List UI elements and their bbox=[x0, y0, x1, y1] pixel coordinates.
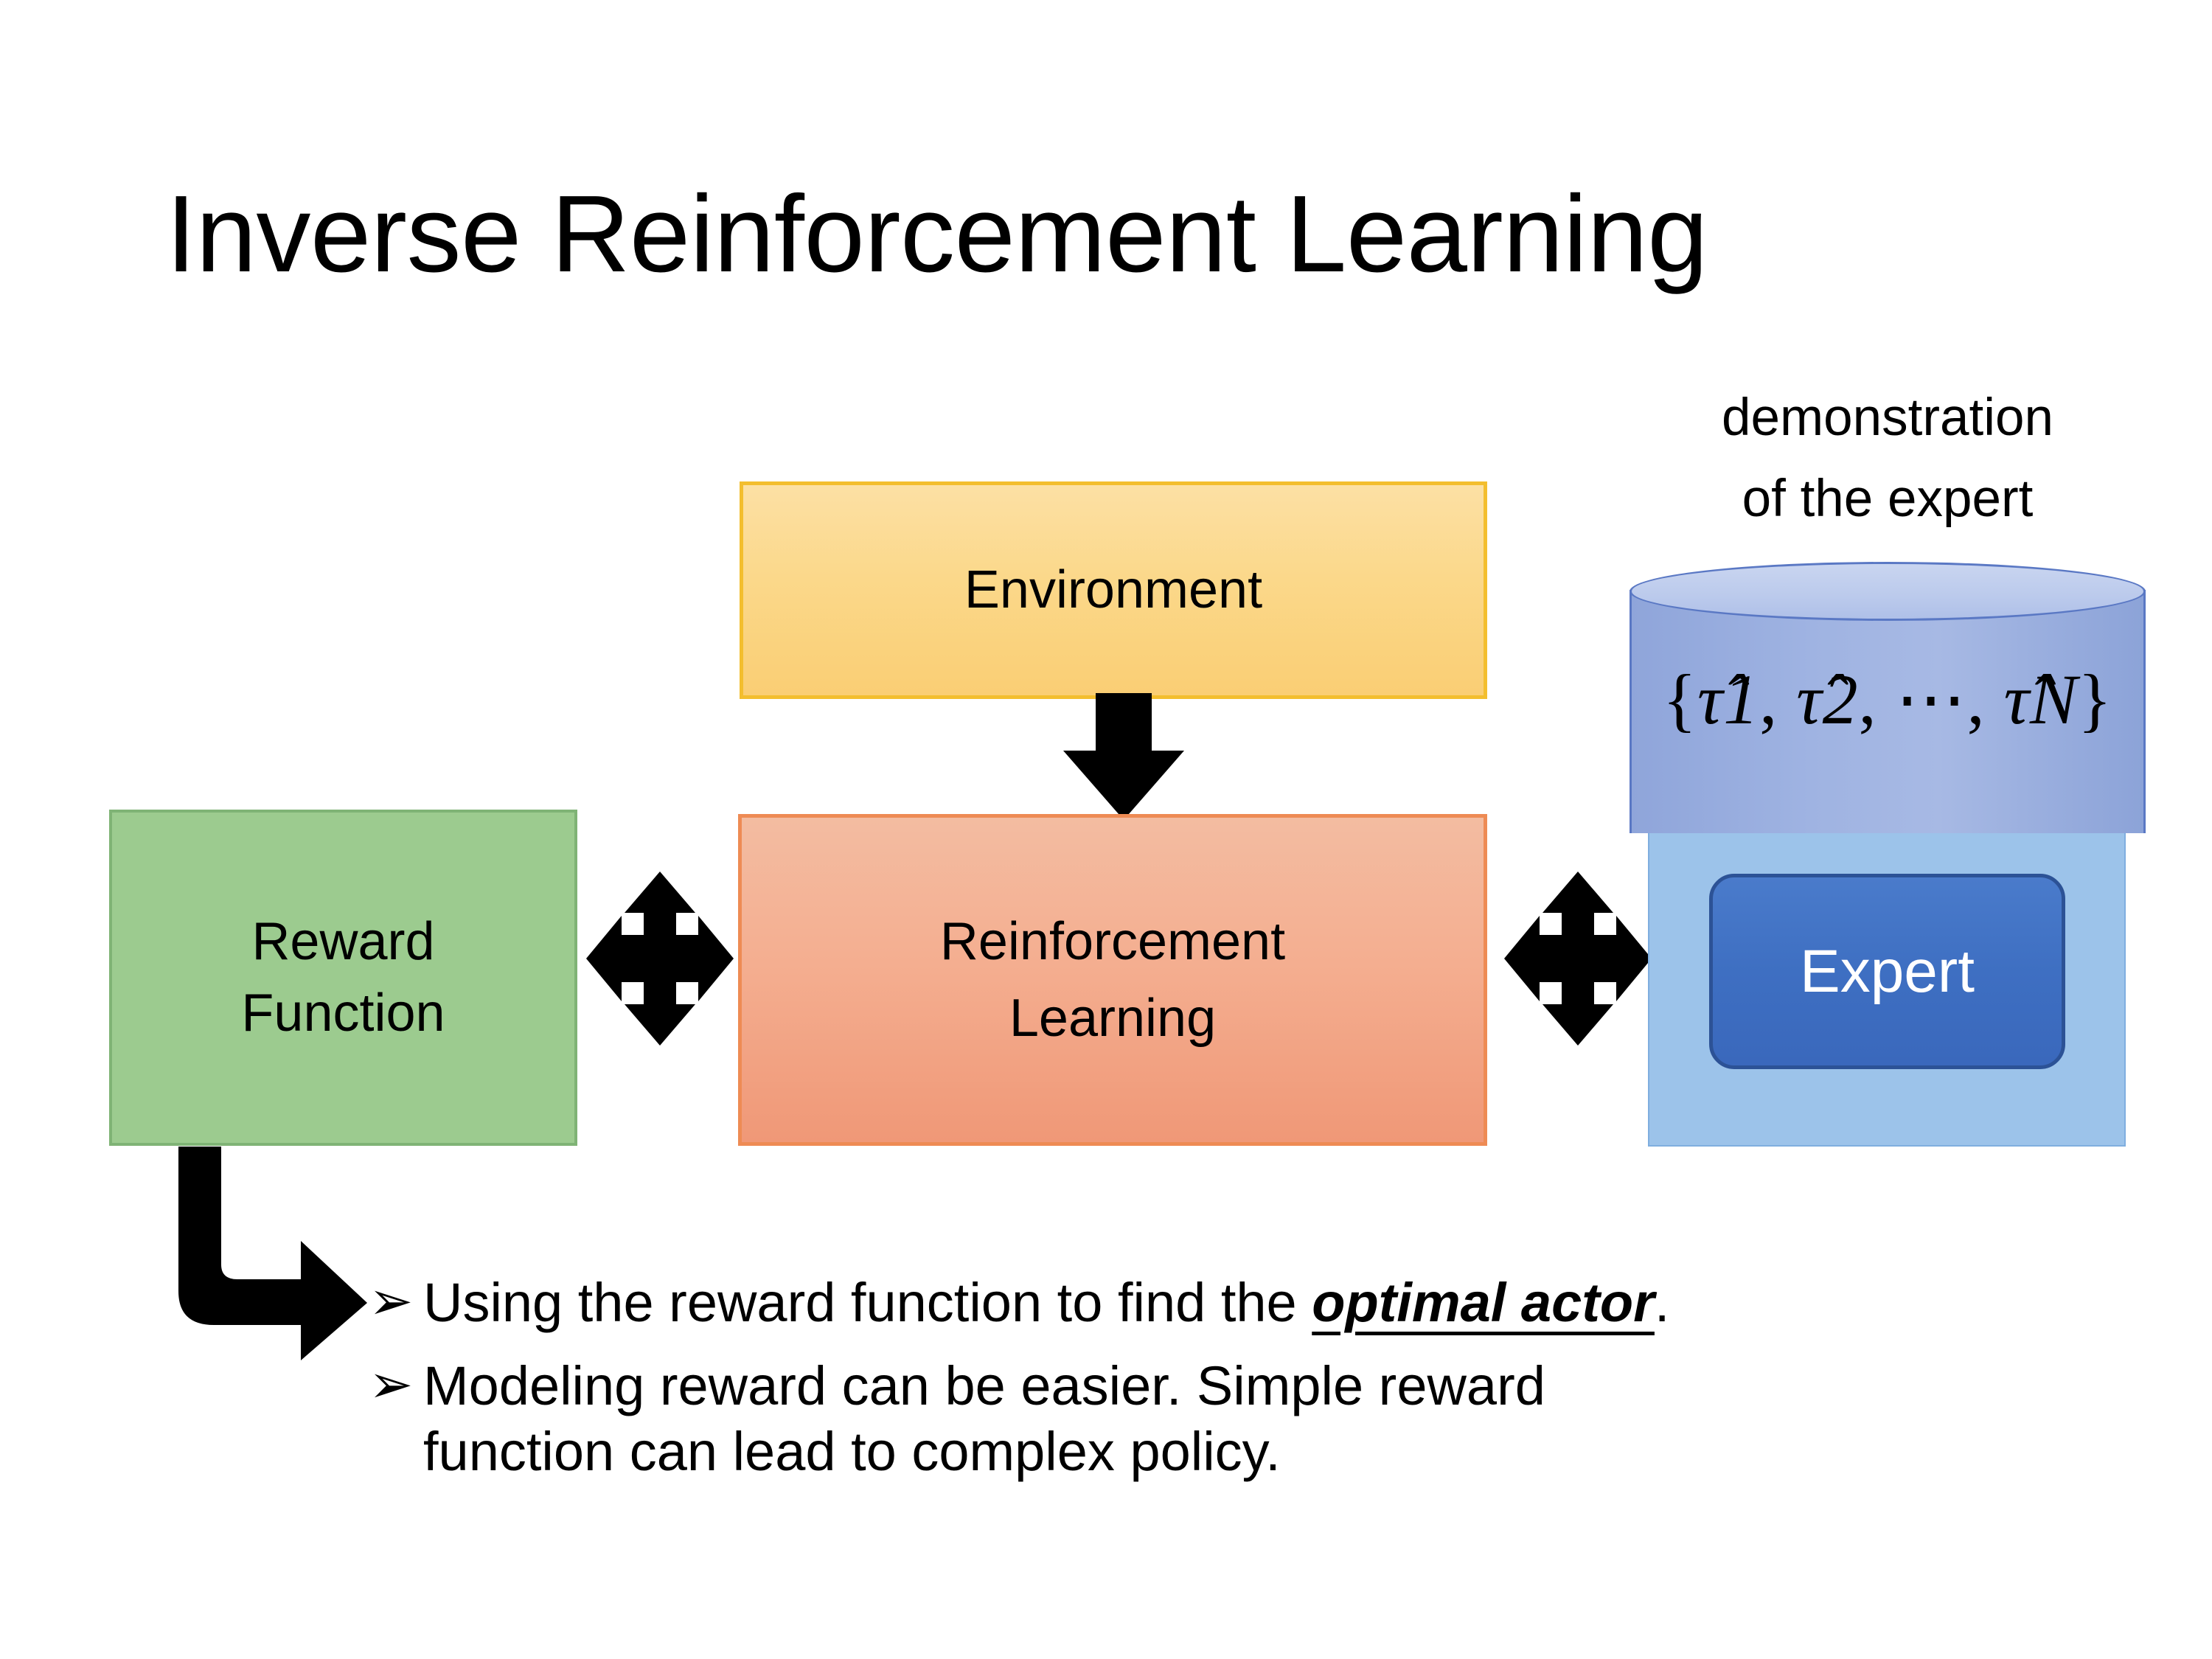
reinforcement-learning-box-label: Reinforcement Learning bbox=[940, 903, 1285, 1057]
formula-close-brace: } bbox=[2078, 660, 2113, 739]
four-way-arrow-icon bbox=[586, 872, 734, 1046]
bullet-1-text-after: . bbox=[1654, 1272, 1670, 1333]
demonstration-label-line1: demonstration bbox=[1722, 389, 2053, 447]
trajectory-cylinder[interactable]: {τ̂1, τ̂2, ⋯, τ̂N} bbox=[1630, 562, 2146, 860]
reward-function-box[interactable]: Reward Function bbox=[109, 810, 577, 1146]
bullet-2-line2: function can lead to complex policy. bbox=[423, 1420, 1281, 1482]
formula-open-brace: { bbox=[1662, 660, 1697, 739]
trajectory-set-formula: {τ̂1, τ̂2, ⋯, τ̂N} bbox=[1630, 658, 2146, 740]
formula-tau-n: τ̂N bbox=[2003, 660, 2079, 739]
bullet-marker-icon: ➢ bbox=[369, 1354, 414, 1414]
expert-box[interactable]: Expert bbox=[1709, 874, 2065, 1069]
bullet-2-line1: Modeling reward can be easier. Simple re… bbox=[423, 1354, 1545, 1416]
bullet-text-2: Modeling reward can be easier. Simple re… bbox=[423, 1354, 1545, 1485]
expert-box-label: Expert bbox=[1800, 937, 1975, 1005]
rl-label-line2: Learning bbox=[1009, 989, 1217, 1048]
reward-label-line2: Function bbox=[241, 984, 445, 1043]
reward-label-line1: Reward bbox=[251, 911, 435, 971]
list-item: ➢ Modeling reward can be easier. Simple … bbox=[369, 1354, 2028, 1485]
bullet-list: ➢ Using the reward function to find the … bbox=[369, 1270, 2028, 1502]
four-way-arrow-icon bbox=[1504, 872, 1652, 1046]
formula-tau-1: τ̂1 bbox=[1697, 660, 1760, 739]
bullet-marker-icon: ➢ bbox=[369, 1272, 414, 1331]
bullet-1-text-before: Using the reward function to find the bbox=[423, 1272, 1312, 1333]
cylinder-top-ellipse bbox=[1630, 562, 2146, 621]
reward-function-box-label: Reward Function bbox=[241, 906, 445, 1049]
environment-box-label: Environment bbox=[964, 560, 1263, 620]
page-title: Inverse Reinforcement Learning bbox=[166, 173, 1708, 295]
demonstration-label: demonstration of the expert bbox=[1622, 378, 2153, 540]
cylinder-body-shape bbox=[1630, 590, 2146, 833]
formula-separator-1: , bbox=[1759, 660, 1797, 739]
bent-arrow-icon bbox=[178, 1147, 367, 1360]
formula-tau-2: τ̂2 bbox=[1796, 660, 1859, 739]
formula-separator-2: , ⋯, bbox=[1858, 660, 2004, 739]
bullet-text-1: Using the reward function to find the op… bbox=[423, 1270, 1669, 1336]
environment-box[interactable]: Environment bbox=[740, 481, 1487, 699]
rl-label-line1: Reinforcement bbox=[939, 911, 1286, 971]
demonstration-label-line2: of the expert bbox=[1742, 470, 2034, 529]
bullet-1-emphasis: optimal actor bbox=[1312, 1272, 1655, 1333]
arrow-down-icon bbox=[1063, 693, 1184, 820]
reinforcement-learning-box[interactable]: Reinforcement Learning bbox=[738, 814, 1487, 1146]
list-item: ➢ Using the reward function to find the … bbox=[369, 1270, 2028, 1336]
